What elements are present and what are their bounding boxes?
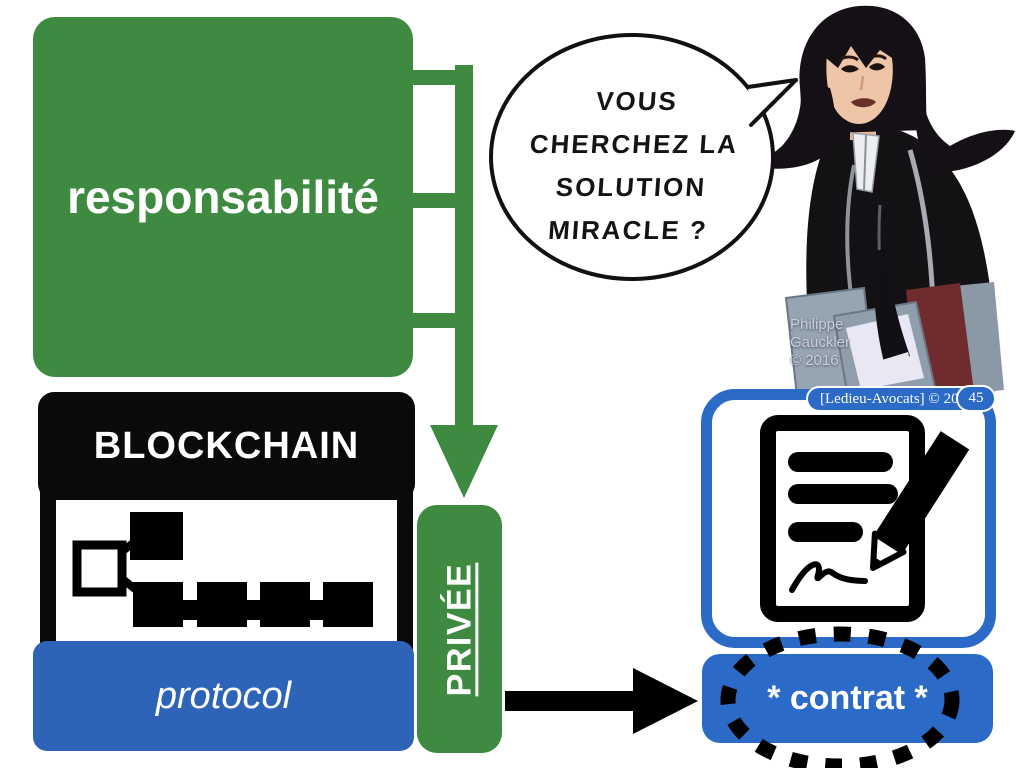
dashed-ellipse-highlight (720, 626, 960, 768)
blockchain-label: BLOCKCHAIN (93, 424, 360, 467)
credit-line: © 2016 (790, 352, 839, 369)
copyright-text: [Ledieu-Avocats] © 2020 (820, 390, 974, 407)
privee-label: PRIVÉE (440, 562, 478, 696)
blockchain-box: BLOCKCHAIN (38, 392, 415, 500)
contrat-label: * contrat * (767, 679, 928, 717)
bubble-line: SOLUTION (554, 172, 708, 202)
illustration-credit: Philippe Gauckler © 2016 (790, 316, 880, 370)
page-number: 45 (968, 390, 984, 406)
speech-bubble (489, 33, 798, 281)
privee-box: PRIVÉE (417, 505, 502, 753)
bubble-line: VOUS (595, 86, 679, 116)
responsabilite-label: responsabilité (67, 171, 379, 223)
page-number-badge: 45 (956, 385, 996, 412)
credit-line: Gauckler (790, 334, 851, 351)
contract-signature-icon (760, 415, 970, 622)
speech-bubble-text: VOUS CHERCHEZ LA SOLUTION MIRACLE ? (494, 80, 771, 252)
blockchain-chain-icon (72, 512, 373, 627)
green-down-arrow-icon (410, 65, 498, 498)
bubble-line: MIRACLE ? (547, 215, 709, 245)
protocol-box: protocol (33, 641, 414, 751)
responsabilite-box: responsabilité (33, 17, 413, 377)
lawyer-illustration (759, 5, 1015, 400)
protocol-label: protocol (155, 674, 292, 717)
black-right-arrow-icon (505, 668, 698, 734)
bubble-line: CHERCHEZ LA (528, 129, 740, 159)
credit-line: Philippe (790, 316, 844, 333)
